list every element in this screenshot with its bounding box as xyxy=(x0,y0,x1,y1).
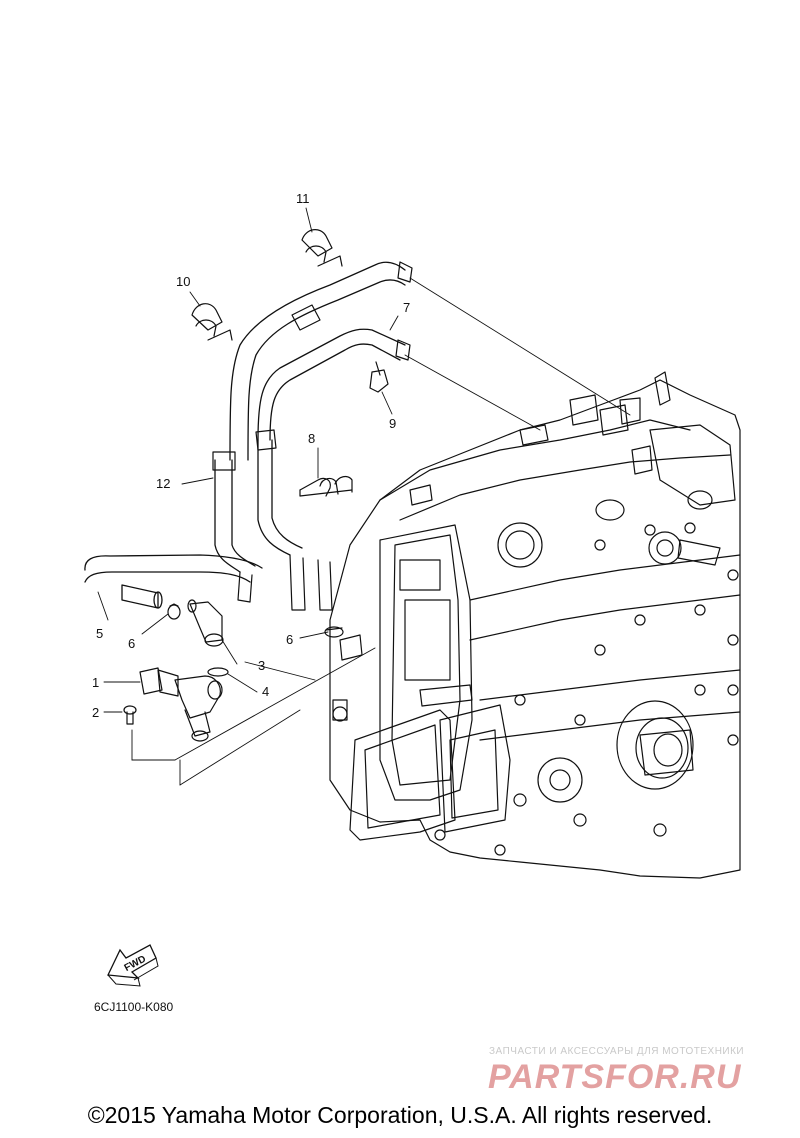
hose-7 xyxy=(257,328,406,556)
connection-lines xyxy=(131,277,631,786)
hose-5 xyxy=(84,554,263,609)
hose-12 xyxy=(214,261,406,573)
part-3-fitting xyxy=(187,599,224,647)
part-4-oring xyxy=(207,667,229,677)
callout-numbers: 1 2 3 4 5 6 6 7 8 9 10 11 12 xyxy=(92,191,410,720)
part-1-sensor xyxy=(139,667,223,742)
callout-2: 2 xyxy=(92,705,99,720)
part-10-clamp xyxy=(191,303,233,341)
callout-9: 9 xyxy=(389,416,396,431)
callout-1: 1 xyxy=(92,675,99,690)
watermark-logo: PARTSFOR.RU xyxy=(488,1058,742,1095)
watermark-subtitle: ЗАПЧАСТИ И АКСЕССУАРЫ ДЛЯ МОТОТЕХНИКИ xyxy=(489,1046,745,1057)
fwd-label: FWD xyxy=(123,954,148,974)
part-6-clip-a xyxy=(167,603,181,620)
copyright-notice: ©2015 Yamaha Motor Corporation, U.S.A. A… xyxy=(87,1102,713,1128)
callout-12: 12 xyxy=(156,476,170,491)
callout-5: 5 xyxy=(96,626,103,641)
callout-6b: 6 xyxy=(286,632,293,647)
callout-11: 11 xyxy=(296,191,310,206)
fwd-arrow-icon: FWD xyxy=(107,944,159,987)
part-8-clamp xyxy=(299,475,353,497)
part-6-clip-b xyxy=(324,626,344,638)
part-9-clip xyxy=(369,361,389,393)
hose-lower-c xyxy=(317,559,333,611)
part-2-bolt xyxy=(123,705,137,725)
watermark-logo-text: PARTSFOR.RU xyxy=(488,1058,742,1095)
hose-lower-a xyxy=(237,571,253,603)
callout-10: 10 xyxy=(176,274,190,289)
callout-7: 7 xyxy=(403,300,410,315)
hose-lower-b xyxy=(289,554,306,611)
diagram-part-code: 6CJ1100-K080 xyxy=(94,1000,174,1014)
callout-3: 3 xyxy=(258,658,265,673)
callout-6a: 6 xyxy=(128,636,135,651)
oil-filter xyxy=(616,700,694,790)
callout-4: 4 xyxy=(262,684,269,699)
callout-8: 8 xyxy=(308,431,315,446)
callout-leaders xyxy=(97,207,399,713)
part-11-clamp xyxy=(301,229,343,267)
engine-block xyxy=(329,371,741,879)
